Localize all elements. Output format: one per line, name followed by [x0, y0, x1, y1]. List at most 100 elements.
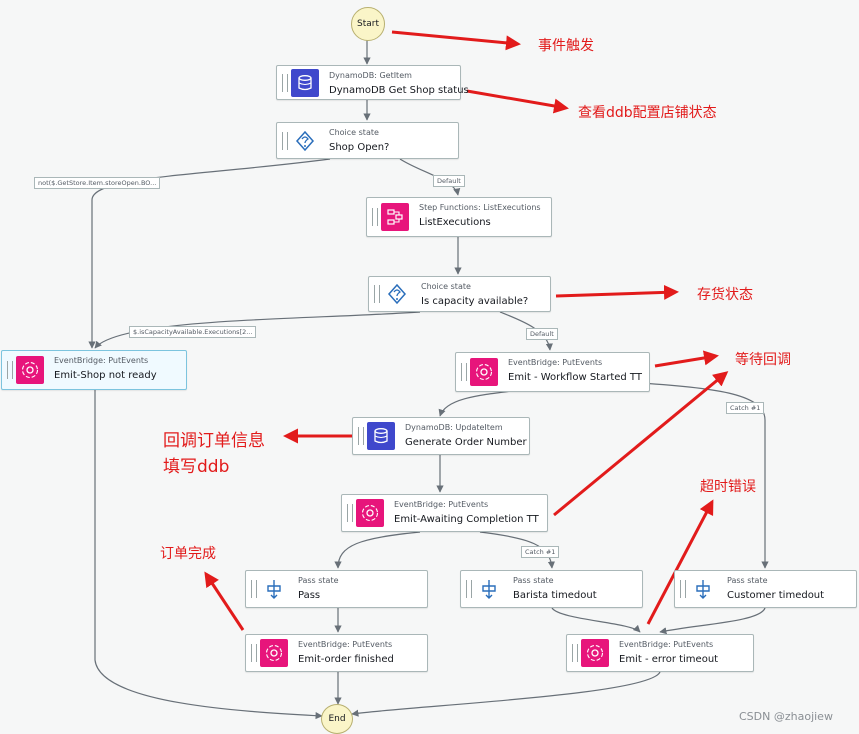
- node-customer-timedout[interactable]: Pass state Customer timedout: [674, 570, 857, 608]
- drag-handle[interactable]: [466, 580, 472, 598]
- drag-handle[interactable]: [372, 208, 378, 226]
- drag-handle[interactable]: [282, 73, 288, 92]
- edge-capacity-default: [499, 311, 553, 351]
- edge-notready-end: [94, 390, 323, 720]
- annotation-callback-order-1: 回调订单信息: [163, 431, 265, 451]
- choice-icon: [291, 127, 319, 155]
- node-get-shop-status[interactable]: DynamoDB: GetItem DynamoDB Get Shop stat…: [276, 65, 469, 100]
- node-name: ListExecutions: [419, 217, 491, 228]
- node-awaiting-completion[interactable]: EventBridge: PutEvents Emit-Awaiting Com…: [341, 494, 548, 532]
- pass-icon: [475, 575, 503, 603]
- annotation-wait-callback: 等待回调: [735, 352, 791, 368]
- drag-handle[interactable]: [251, 580, 257, 598]
- edge-label-not-open: not($.GetStore.Item.storeOpen.BO...: [34, 177, 161, 189]
- node-shop-open[interactable]: Choice state Shop Open?: [276, 122, 459, 159]
- node-type: DynamoDB: GetItem: [329, 71, 412, 80]
- node-name: Shop Open?: [329, 142, 390, 153]
- node-type: DynamoDB: UpdateItem: [405, 423, 503, 432]
- eventbridge-icon: [470, 358, 498, 386]
- node-capacity-available[interactable]: Choice state Is capacity available?: [368, 276, 551, 312]
- edge-label-catch: Catch #1: [726, 402, 765, 414]
- arrow-timeout: [646, 499, 714, 625]
- annotation-callback-order-2: 填写ddb: [163, 457, 230, 477]
- step-functions-icon: [381, 203, 409, 231]
- arrow-order-done: [204, 571, 245, 631]
- annotation-check-ddb: 查看ddb配置店铺状态: [578, 105, 717, 121]
- node-type: EventBridge: PutEvents: [298, 640, 393, 649]
- node-error-timeout[interactable]: EventBridge: PutEvents Emit - error time…: [566, 634, 754, 672]
- pass-icon: [689, 575, 717, 603]
- node-name: DynamoDB Get Shop status: [329, 85, 469, 96]
- node-name: Emit - error timeout: [619, 654, 719, 665]
- dynamodb-icon: [291, 68, 319, 97]
- drag-handle[interactable]: [461, 363, 467, 381]
- node-pass[interactable]: Pass state Pass: [245, 570, 428, 608]
- drag-handle[interactable]: [680, 580, 686, 598]
- node-type: Step Functions: ListExecutions: [419, 203, 541, 212]
- node-name: Is capacity available?: [421, 296, 529, 307]
- edge-awaiting-pass: [334, 531, 421, 569]
- node-name: Emit - Workflow Started TT: [508, 372, 642, 383]
- node-name: Pass: [298, 590, 321, 601]
- edge-label-not-capacity: $.isCapacityAvailable.Executions[2...: [129, 326, 257, 338]
- node-type: Pass state: [727, 576, 768, 585]
- annotation-timeout-error: 超时错误: [700, 479, 756, 495]
- node-generate-order-number[interactable]: DynamoDB: UpdateItem Generate Order Numb…: [352, 417, 530, 455]
- node-type: Pass state: [298, 576, 339, 585]
- edge-customer-error: [659, 607, 766, 635]
- arrow-check-ddb: [466, 89, 569, 114]
- edge-wfstarted-catch: [639, 382, 769, 569]
- node-type: Pass state: [513, 576, 554, 585]
- edge-wfstarted-genorder: [438, 389, 521, 417]
- node-workflow-started[interactable]: EventBridge: PutEvents Emit - Workflow S…: [455, 352, 650, 392]
- node-shop-not-ready[interactable]: EventBridge: PutEvents Emit-Shop not rea…: [1, 350, 187, 390]
- annotation-order-done: 订单完成: [160, 546, 216, 562]
- node-type: EventBridge: PutEvents: [508, 358, 603, 367]
- edge-capacity-notready: [94, 311, 421, 349]
- node-barista-timedout[interactable]: Pass state Barista timedout: [460, 570, 643, 608]
- end-label: End: [328, 714, 346, 724]
- end-node[interactable]: End: [321, 704, 353, 734]
- drag-handle[interactable]: [347, 504, 353, 522]
- edge-barista-error: [551, 607, 641, 633]
- node-order-finished[interactable]: EventBridge: PutEvents Emit-order finish…: [245, 634, 428, 672]
- drag-handle[interactable]: [358, 427, 364, 445]
- drag-handle[interactable]: [282, 131, 288, 150]
- edge-label-default: Default: [433, 175, 465, 187]
- eventbridge-icon: [16, 356, 44, 384]
- edge-awaiting-barista: [479, 531, 556, 569]
- edge-label-catch: Catch #1: [521, 546, 560, 558]
- node-name: Generate Order Number: [405, 437, 527, 448]
- start-node[interactable]: Start: [351, 7, 385, 41]
- arrow-wait-2: [553, 371, 729, 517]
- drag-handle[interactable]: [572, 644, 578, 662]
- node-type: EventBridge: PutEvents: [619, 640, 714, 649]
- watermark: CSDN @zhaojiew: [739, 710, 833, 723]
- arrow-wait-1: [654, 350, 719, 368]
- edge-error-end: [351, 671, 661, 717]
- node-name: Emit-order finished: [298, 654, 394, 665]
- choice-icon: [383, 280, 411, 308]
- drag-handle[interactable]: [251, 644, 257, 662]
- node-type: Choice state: [421, 282, 471, 291]
- start-label: Start: [357, 19, 379, 29]
- eventbridge-icon: [581, 639, 609, 667]
- node-name: Emit-Shop not ready: [54, 370, 157, 381]
- eventbridge-icon: [260, 639, 288, 667]
- pass-icon: [260, 575, 288, 603]
- node-name: Emit-Awaiting Completion TT: [394, 514, 539, 525]
- drag-handle[interactable]: [374, 285, 380, 303]
- annotation-event-trigger: 事件触发: [538, 38, 594, 54]
- arrow-event-trigger: [391, 30, 521, 51]
- edge-label-default: Default: [526, 328, 558, 340]
- node-name: Customer timedout: [727, 590, 825, 601]
- eventbridge-icon: [356, 499, 384, 527]
- node-type: EventBridge: PutEvents: [394, 500, 489, 509]
- drag-handle[interactable]: [7, 361, 13, 379]
- dynamodb-icon: [367, 422, 395, 450]
- node-list-executions[interactable]: Step Functions: ListExecutions ListExecu…: [366, 197, 552, 237]
- node-type: Choice state: [329, 128, 379, 137]
- arrow-stock-status: [555, 284, 679, 300]
